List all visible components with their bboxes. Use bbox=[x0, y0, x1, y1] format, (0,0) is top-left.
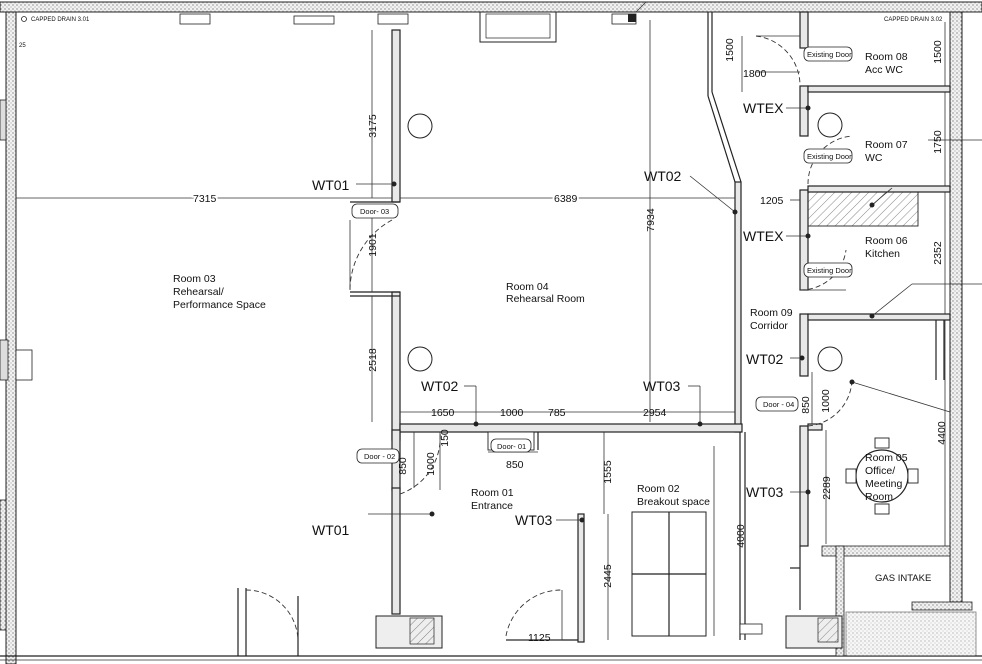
existing-door-tag-3: Existing Door bbox=[803, 262, 853, 278]
existing-door-tag-2: Existing Door bbox=[803, 148, 853, 164]
dim-1125: 1125 bbox=[528, 632, 551, 644]
door-tag-01: Door- 01 bbox=[490, 438, 532, 453]
wall-tag-wt02-right: WT02 bbox=[746, 351, 784, 367]
door-tag-04: Door - 04 bbox=[755, 396, 799, 412]
dim-1901: 1901 bbox=[367, 233, 379, 257]
svg-text:Door- 01: Door- 01 bbox=[497, 442, 526, 451]
dim-850-a: 850 bbox=[397, 457, 409, 475]
dim-4400: 4400 bbox=[936, 421, 948, 445]
dim-2518: 2518 bbox=[367, 348, 379, 372]
wall-tag-wtex-top: WTEX bbox=[743, 100, 784, 116]
dim-1800: 1800 bbox=[743, 68, 767, 80]
wall-tag-wt02-top: WT02 bbox=[644, 168, 682, 184]
room08-name: Room 08 bbox=[865, 51, 908, 63]
dim-150: 150 bbox=[439, 429, 451, 447]
dim-2289: 2289 bbox=[821, 476, 833, 500]
dim-2445: 2445 bbox=[602, 564, 614, 588]
dim-7934: 7934 bbox=[645, 208, 657, 232]
dim-4000: 4000 bbox=[735, 524, 747, 548]
side-note: 25 bbox=[19, 43, 26, 49]
dim-1205: 1205 bbox=[760, 195, 784, 207]
room07-use: WC bbox=[865, 152, 883, 164]
interior-walls bbox=[237, 11, 977, 657]
dim-1500-b: 1500 bbox=[932, 40, 944, 64]
room01-name: Room 01 bbox=[471, 487, 514, 499]
wall-tag-wt01-bottom: WT01 bbox=[312, 522, 350, 538]
room06-name: Room 06 bbox=[865, 235, 908, 247]
room04-use: Rehearsal Room bbox=[506, 293, 585, 305]
wall-tag-wtex-mid: WTEX bbox=[743, 228, 784, 244]
wall-tag-wt01-top: WT01 bbox=[312, 177, 350, 193]
dim-850-c: 850 bbox=[800, 396, 812, 414]
svg-text:Existing Door: Existing Door bbox=[807, 152, 852, 161]
room09-name: Room 09 bbox=[750, 307, 793, 319]
room04-name: Room 04 bbox=[506, 281, 549, 293]
dim-7315: 7315 bbox=[193, 193, 217, 205]
dimension-lines bbox=[16, 20, 946, 641]
dim-1000-a: 1000 bbox=[500, 407, 524, 419]
leader-lines bbox=[356, 105, 982, 523]
room05-use-3: Room bbox=[865, 491, 893, 503]
room05-use-2: Meeting bbox=[865, 478, 903, 490]
room03-use-2: Performance Space bbox=[173, 299, 266, 311]
room03-name: Room 03 bbox=[173, 273, 216, 285]
door-tags: Door- 03 Door - 02 Door- 01 Door - 04 Ex… bbox=[351, 46, 853, 464]
room-labels: Room 03 Rehearsal/ Performance Space Roo… bbox=[173, 51, 931, 584]
svg-text:Door- 03: Door- 03 bbox=[360, 207, 389, 216]
dimension-values: 7315 6389 3175 1901 2518 7934 1650 1000 … bbox=[191, 38, 948, 644]
svg-text:Existing Door: Existing Door bbox=[807, 266, 852, 275]
room07-name: Room 07 bbox=[865, 139, 908, 151]
room05-use-1: Office/ bbox=[865, 465, 895, 477]
dim-2352: 2352 bbox=[932, 241, 944, 265]
dim-1000-c: 1000 bbox=[820, 389, 832, 413]
dim-3175: 3175 bbox=[367, 114, 379, 138]
wall-tag-wt03-right: WT03 bbox=[746, 484, 784, 500]
svg-text:Existing Door: Existing Door bbox=[807, 50, 852, 59]
room08-use: Acc WC bbox=[865, 64, 903, 76]
svg-text:Door - 04: Door - 04 bbox=[763, 400, 794, 409]
room02-use: Breakout space bbox=[637, 496, 710, 508]
svg-text:Door - 02: Door - 02 bbox=[364, 452, 395, 461]
wall-tags: WT01 WT01 WT02 WT02 WT02 WT03 WT03 WT03 … bbox=[312, 100, 784, 538]
dim-1650: 1650 bbox=[431, 407, 455, 419]
dim-850-b: 850 bbox=[506, 459, 524, 471]
door-swings bbox=[245, 35, 853, 641]
door-tag-03: Door- 03 bbox=[351, 203, 399, 219]
room06-use: Kitchen bbox=[865, 248, 900, 260]
room03-use-1: Rehearsal/ bbox=[173, 286, 224, 298]
dim-1750: 1750 bbox=[932, 130, 944, 154]
door-tag-02: Door - 02 bbox=[356, 448, 400, 464]
header-note-right: CAPPED DRAIN 3.02 bbox=[884, 17, 943, 23]
dim-785: 785 bbox=[548, 407, 566, 419]
existing-door-tag-1: Existing Door bbox=[803, 46, 853, 62]
dim-1500-a: 1500 bbox=[724, 38, 736, 62]
room01-use: Entrance bbox=[471, 500, 513, 512]
fixtures bbox=[407, 112, 919, 515]
dim-1000-b: 1000 bbox=[425, 452, 437, 476]
wall-tag-wt03-mid: WT03 bbox=[643, 378, 681, 394]
room02-name: Room 02 bbox=[637, 483, 680, 495]
wall-tag-wt02-mid: WT02 bbox=[421, 378, 459, 394]
dim-2954: 2954 bbox=[643, 407, 667, 419]
dim-6389: 6389 bbox=[554, 193, 578, 205]
dim-1555: 1555 bbox=[602, 460, 614, 484]
wall-tag-wt03-entrance: WT03 bbox=[515, 512, 553, 528]
header-note-left: CAPPED DRAIN 3.01 bbox=[31, 17, 90, 23]
gas-intake-label: GAS INTAKE bbox=[875, 573, 931, 584]
room05-name: Room 05 bbox=[865, 452, 908, 464]
room09-use: Corridor bbox=[750, 320, 788, 332]
